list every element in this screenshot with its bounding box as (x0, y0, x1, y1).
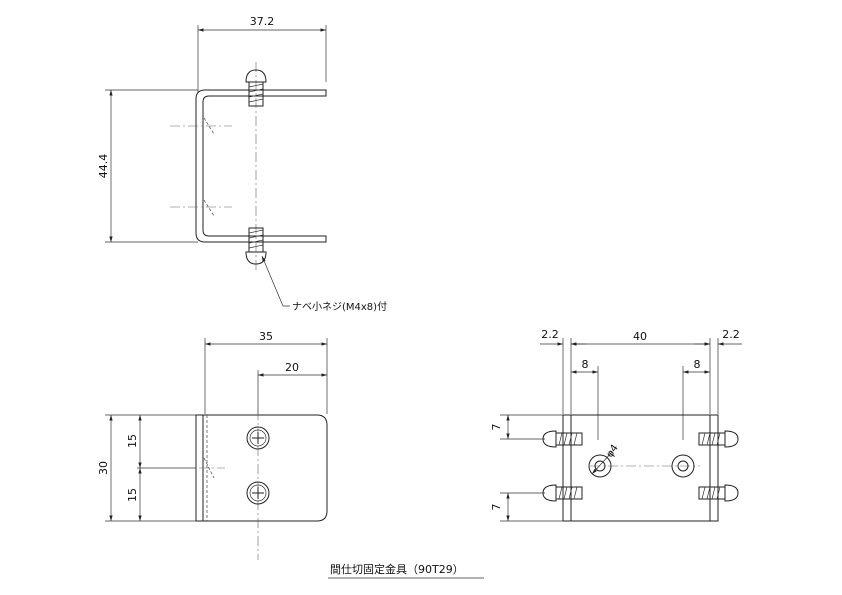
dim-side-offset-right: 8 (694, 358, 701, 371)
dim-side-width: 40 (633, 330, 647, 343)
dim-side-offset-left: 8 (582, 358, 589, 371)
upper-screw-icon (245, 69, 267, 107)
screw-callout: ナベ小ネジ(M4x8)付 (292, 300, 387, 313)
u-channel-outline (195, 89, 327, 243)
front-view: 35 20 30 15 15 (97, 330, 328, 560)
dim-front-width: 35 (259, 330, 273, 343)
hole-right-icon (671, 454, 695, 478)
side-view: 2.2 40 2.2 8 8 7 7 (490, 328, 742, 522)
top-view: 37.2 44.4 ナベ小ネジ(M4x8)付 (97, 15, 387, 313)
side-screw-upper-right-icon (698, 430, 739, 448)
dim-side-v-upper: 7 (490, 424, 503, 431)
front-screw-upper-icon (246, 426, 270, 450)
dim-front-half-lower: 15 (126, 488, 139, 502)
dim-front-hole-offset: 20 (285, 361, 299, 374)
hole-left-icon (588, 451, 613, 478)
side-screw-lower-right-icon (698, 484, 739, 502)
dim-side-v-lower: 7 (490, 504, 503, 511)
front-plate-outline (195, 414, 328, 522)
side-screw-lower-left-icon (542, 484, 583, 502)
dim-top-width: 37.2 (250, 15, 275, 28)
dim-front-half-upper: 15 (126, 434, 139, 448)
front-screw-lower-icon (246, 481, 270, 505)
side-screw-upper-left-icon (542, 430, 583, 448)
drawing-title: 間仕切固定金具（90T29） (330, 562, 464, 576)
side-plate-outline (562, 414, 719, 522)
dim-front-height: 30 (97, 461, 110, 475)
dim-top-height: 44.4 (97, 154, 110, 179)
dim-side-margin-left: 2.2 (541, 328, 559, 341)
dim-side-margin-right: 2.2 (722, 328, 740, 341)
